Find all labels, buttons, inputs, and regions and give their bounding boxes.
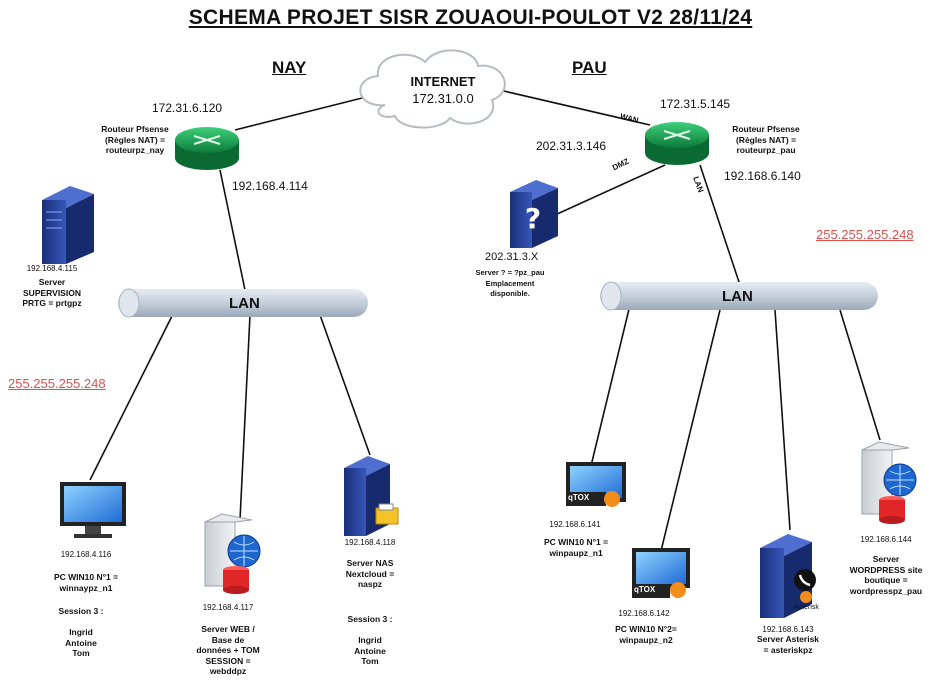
pau-dmz-gateway-ip: 202.31.3.146: [536, 139, 607, 153]
dmz-server-label: Server ? = ?pz_pau Emplacement disponibl…: [475, 268, 545, 298]
web-server-label: Server WEB / Base de données + TOM SESSI…: [196, 624, 260, 676]
pau-router-wan-ip: 172.31.5.145: [660, 97, 731, 111]
web-server-icon: [204, 513, 261, 594]
diagram-title: SCHEMA PROJET SISR ZOUAOUI-POULOT V2 28/…: [188, 6, 753, 29]
svg-text:?: ?: [525, 202, 541, 235]
nay-pc-ip: 192.168.4.116: [60, 550, 112, 559]
nay-pc-session: Session 3 : Ingrid Antoine Tom: [58, 606, 104, 658]
pau-netmask: 255.255.255.248: [816, 227, 914, 242]
pau-lan-label: LAN: [722, 288, 753, 305]
pau-router-label: Routeur Pfsense (Règles NAT) = routeurpz…: [732, 124, 800, 155]
router-pau-icon: [645, 122, 709, 165]
nay-netmask: 255.255.255.248: [8, 376, 106, 391]
nay-router-wan-ip: 172.31.6.120: [152, 101, 223, 115]
wordpress-server-ip: 192.168.6.144: [860, 535, 912, 544]
dmz-server-ip: 202.31.3.X: [485, 251, 539, 263]
site-label-nay: NAY: [272, 58, 307, 77]
asterisk-server-ip: 192.168.6.143: [762, 625, 814, 634]
qtox-logo-pc2: [632, 582, 686, 598]
nas-server-label: Server NAS Nextcloud = naspz: [345, 558, 395, 589]
asterisk-server-icon: [760, 534, 816, 618]
web-server-ip: 192.168.4.117: [202, 603, 254, 612]
nas-session: Session 3 : Ingrid Antoine Tom: [347, 614, 393, 666]
supervision-ip: 192.168.4.115: [26, 264, 78, 273]
dmz-server-question-icon: ?: [510, 180, 558, 248]
nay-router-label: Routeur Pfsense (Règles NAT) = routeurpz…: [101, 124, 169, 155]
nas-server-icon: [344, 456, 399, 536]
lan-pipe-nay: [118, 288, 368, 318]
lan-pipe-pau: [600, 281, 878, 311]
supervision-label: Server SUPERVISION PRTG = prtgpz: [22, 277, 82, 308]
pc-nay-icon: [60, 482, 126, 538]
pau-pc2-label: PC WIN10 N°2= winpaupz_n2: [615, 624, 677, 645]
nas-server-ip: 192.168.4.118: [344, 538, 396, 547]
internet-cloud-icon: [359, 49, 506, 129]
internet-ip: 172.31.0.0: [412, 91, 474, 106]
asterisk-server-label: Server Asterisk = asteriskpz: [756, 634, 820, 655]
nay-pc-label: PC WIN10 N°1 = winnaypz_n1: [53, 572, 119, 593]
internet-label: INTERNET: [410, 74, 476, 89]
nay-router-lan-ip: 192.168.4.114: [232, 179, 308, 193]
pc2-pau-icon: [632, 548, 690, 588]
wordpress-server-icon: [861, 441, 917, 524]
wordpress-server-label: Server WORDPRESS site boutique = wordpre…: [849, 554, 923, 596]
supervision-server-icon: [42, 186, 94, 264]
pau-pc1-ip: 192.168.6.141: [549, 520, 601, 529]
router-nay-icon: [175, 127, 239, 170]
pau-router-lan-ip: 192.168.6.140: [724, 169, 801, 183]
site-label-pau: PAU: [572, 58, 607, 77]
nay-lan-label: LAN: [229, 295, 260, 312]
qtox-logo-text-pc2: qTOX: [634, 585, 656, 594]
qtox-logo-pc1: [566, 491, 620, 507]
pau-pc2-ip: 192.168.6.142: [618, 609, 670, 618]
pau-pc1-label: PC WIN10 N°1 = winpaupz_n1: [543, 537, 609, 558]
internet-block: INTERNET 172.31.0.0: [388, 74, 498, 106]
asterisk-logo-text: Asterisk: [794, 604, 819, 611]
qtox-logo-text-pc1: qTOX: [568, 493, 590, 502]
